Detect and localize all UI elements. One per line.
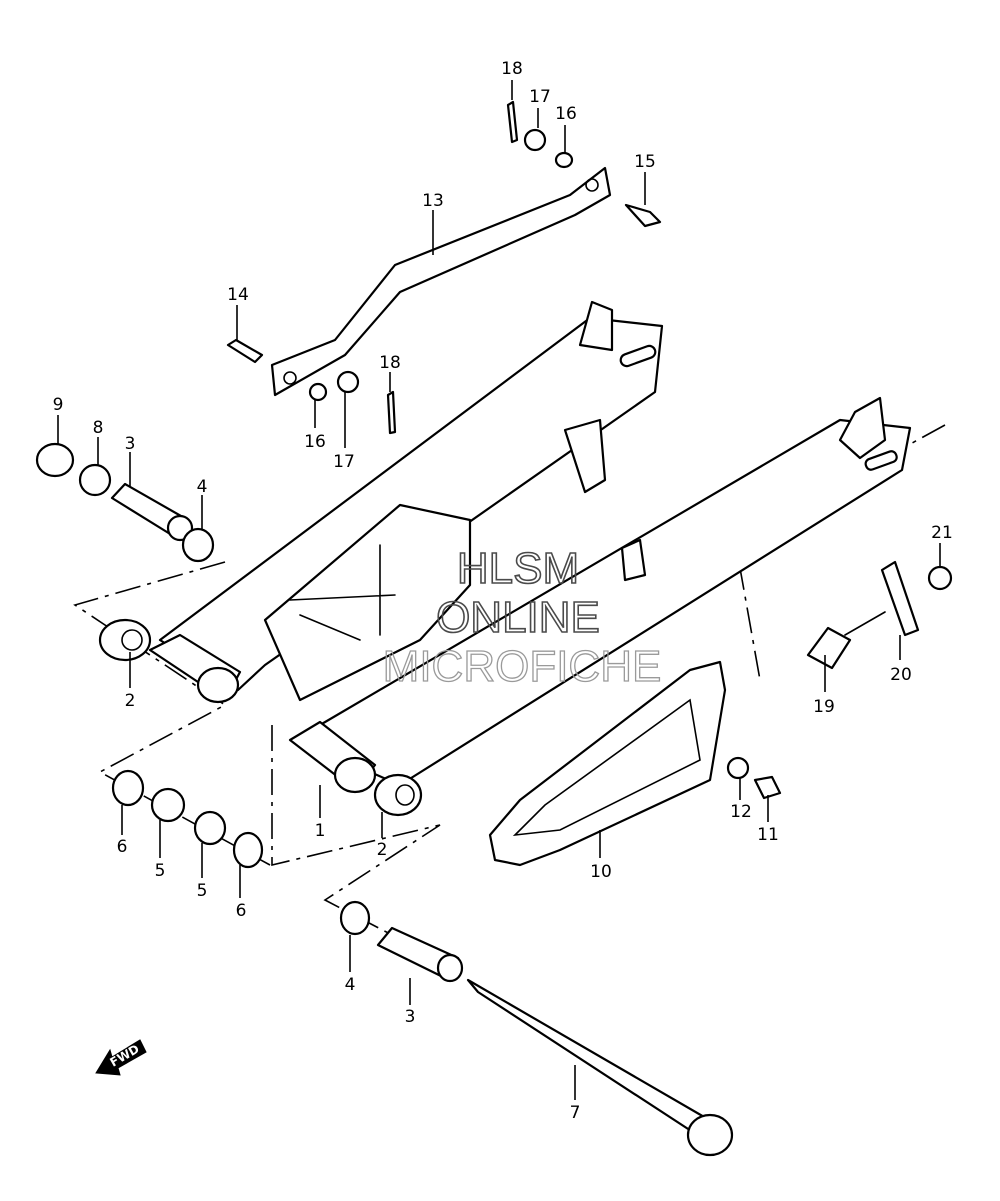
callout-label: 17	[529, 87, 551, 107]
bolt-11	[753, 775, 782, 800]
left-pivot-tube-end	[196, 666, 240, 704]
bolt-14	[226, 338, 264, 364]
bushing-5-b	[193, 810, 227, 846]
callout-label: 3	[405, 1007, 416, 1027]
watermark: HLSM ONLINE MICROFICHE	[382, 543, 662, 691]
crossmember-brace	[289, 544, 396, 641]
nut-17-bottom	[336, 370, 360, 394]
callout-labels: 18 17 16 15 13 14 18 16 17 9 8 3 4 21 20…	[53, 59, 953, 1123]
chain-adjuster-plate-20	[880, 560, 920, 637]
watermark-line-2: ONLINE	[436, 593, 600, 642]
watermark-line-1: HLSM	[457, 544, 579, 593]
callout-label: 10	[590, 862, 612, 882]
washer-16-bottom	[308, 382, 328, 402]
forward-label: FWD	[108, 1042, 142, 1070]
callout-label: 19	[813, 697, 835, 717]
left-shock-mount	[578, 300, 614, 352]
swing-arm-bracket	[563, 418, 607, 494]
callout-label: 14	[227, 285, 249, 305]
callout-label: 12	[730, 802, 752, 822]
right-pivot-tube-end	[333, 756, 377, 794]
callout-label: 11	[757, 825, 779, 845]
adjuster-bolt	[844, 611, 886, 636]
cotter-pin-18-bottom	[386, 390, 397, 435]
callout-label: 6	[236, 901, 247, 921]
seal-4-upper	[181, 527, 215, 563]
callout-label: 20	[890, 665, 912, 685]
pivot-shaft	[466, 978, 720, 1142]
torque-link-hole-rear	[585, 178, 599, 192]
bearing-2-left-bore	[121, 629, 143, 651]
bearing-2-left	[98, 618, 152, 662]
bolt-15	[624, 203, 662, 228]
bearing-2-right	[373, 773, 423, 817]
callout-label: 13	[422, 191, 444, 211]
callout-label: 7	[570, 1103, 581, 1123]
torque-link-hole-front	[283, 371, 297, 385]
callout-label: 18	[501, 59, 523, 79]
callout-label: 8	[93, 418, 104, 438]
washer-8	[78, 463, 112, 497]
watermark-line-3: MICROFICHE	[383, 642, 662, 691]
callout-label: 5	[197, 881, 208, 901]
nut-17-top	[523, 128, 547, 152]
nut-21	[927, 565, 953, 591]
callout-label: 2	[125, 691, 136, 711]
callout-label: 16	[304, 432, 326, 452]
torque-link-bar	[270, 166, 612, 397]
brake-tab	[620, 538, 647, 582]
leader-lines	[57, 80, 941, 1100]
nut-9	[35, 442, 75, 478]
cotter-pin-18-top	[506, 100, 519, 144]
callout-label: 4	[345, 975, 356, 995]
right-axle-slot	[864, 450, 898, 471]
bushing-3-lower-end	[436, 953, 464, 983]
swing-arm-crossmember	[263, 503, 472, 702]
callout-label: 16	[555, 104, 577, 124]
washer-6-left	[111, 769, 145, 807]
washer-6-right	[232, 831, 264, 869]
callout-label: 15	[634, 152, 656, 172]
callout-label: 18	[379, 353, 401, 373]
washer-16-top	[554, 151, 574, 169]
callout-label: 21	[931, 523, 953, 543]
callout-label: 1	[315, 821, 326, 841]
right-shock-mount	[838, 396, 887, 460]
chain-case	[488, 660, 727, 867]
seal-4-lower	[339, 900, 371, 936]
chain-adjuster-19	[806, 626, 852, 670]
callout-label: 17	[333, 452, 355, 472]
left-axle-slot	[619, 344, 657, 368]
forward-arrow-icon: FWD	[95, 1039, 147, 1076]
pivot-shaft-head	[686, 1113, 734, 1157]
bushing-5-a	[150, 787, 186, 823]
callout-label: 9	[53, 395, 64, 415]
bearing-2-right-bore	[395, 784, 415, 806]
spacer-12	[726, 756, 750, 780]
callout-label: 4	[197, 477, 208, 497]
chain-case-inner	[512, 698, 701, 837]
callout-label: 3	[125, 434, 136, 454]
callout-label: 5	[155, 861, 166, 881]
callout-label: 2	[377, 840, 388, 860]
callout-label: 6	[117, 837, 128, 857]
